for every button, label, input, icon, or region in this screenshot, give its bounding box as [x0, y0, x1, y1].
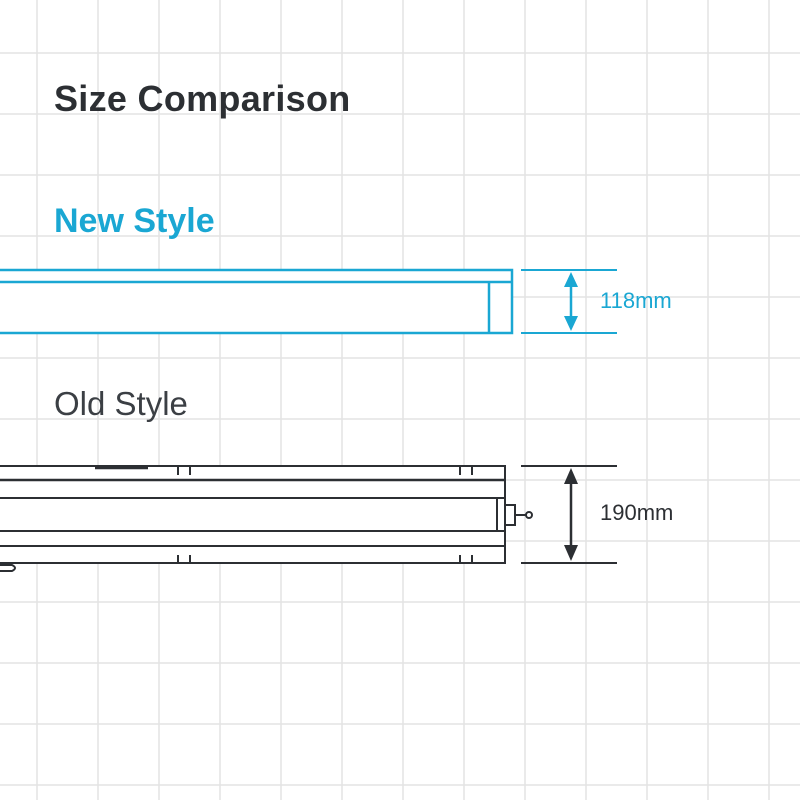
old-style-dimension: [521, 465, 617, 564]
old-style-dimension-label: 190mm: [600, 500, 674, 525]
new-style-label: New Style: [54, 202, 215, 240]
old-style-profile: [0, 465, 533, 572]
new-style-dimension-label: 118mm: [600, 288, 672, 313]
page-title: Size Comparison: [54, 78, 351, 119]
old-style-label: Old Style: [54, 385, 188, 422]
new-style-profile: [0, 268, 514, 335]
new-style-dimension: [521, 269, 617, 334]
